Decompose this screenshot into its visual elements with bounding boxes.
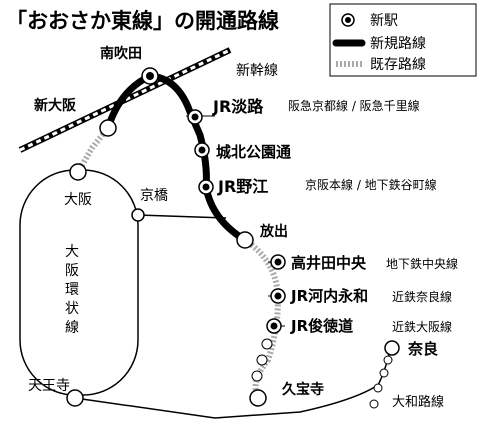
minor-stations	[251, 338, 393, 409]
svg-text:阪: 阪	[65, 263, 79, 279]
legend-new-station-dot	[345, 17, 351, 23]
transfer-jr-awaji: 阪急京都線 / 阪急千里線	[288, 98, 420, 113]
label-jr-awaji: JR淡路	[212, 97, 264, 116]
svg-text:大: 大	[65, 244, 79, 260]
station-tennoji	[66, 389, 84, 407]
label-nara: 奈良	[407, 340, 438, 358]
label-shirokita-koen-dori: 城北公園通	[216, 143, 291, 161]
shinkansen-label: 新幹線	[236, 62, 278, 79]
yamatoji-line-base	[74, 384, 379, 419]
svg-text:状: 状	[65, 301, 79, 317]
svg-text:環: 環	[65, 282, 79, 298]
label-jr-noe: JR野江	[217, 177, 268, 196]
transfer-takaida-chuo: 地下鉄中央線	[386, 256, 458, 271]
label-minami-suita: 南吹田	[100, 45, 142, 62]
label-jr-kawachi-eiwa: JR河内永和	[290, 287, 368, 305]
label-hanaten: 放出	[259, 223, 288, 240]
station-osaka	[69, 163, 87, 181]
legend-new-line-label: 新規路線	[370, 36, 426, 52]
station-kyuhoji	[249, 389, 267, 407]
station-hanaten	[236, 231, 254, 249]
label-kyuhoji: 久宝寺	[281, 381, 324, 398]
osaka-loop-vertical-label: 大 阪 環 状 線	[65, 244, 79, 336]
transfer-jr-noe: 京阪本線 / 地下鉄谷町線	[305, 177, 437, 192]
label-shin-osaka: 新大阪	[34, 97, 77, 114]
station-kyobashi	[131, 208, 145, 222]
map-title: 「おおさか東線」の開通路線	[6, 9, 279, 33]
station-shin-osaka	[99, 119, 117, 137]
legend: 新駅 新規路線 既存路線	[329, 3, 477, 77]
kyobashi-link	[137, 214, 227, 219]
station-nara	[384, 340, 400, 356]
yamatoji-line-nara	[377, 349, 391, 386]
transfer-jr-kawachi-eiwa: 近鉄奈良線	[392, 289, 452, 304]
legend-existing-line-label: 既存路線	[370, 57, 426, 73]
label-takaida-chuo: 高井田中央	[291, 254, 367, 272]
label-tennoji: 天王寺	[28, 378, 70, 394]
label-osaka: 大阪	[64, 192, 92, 208]
legend-new-station-label: 新駅	[370, 13, 398, 29]
label-jr-shuntokumichi: JR俊徳道	[290, 317, 353, 335]
svg-text:線: 線	[65, 320, 79, 336]
label-kyobashi: 京橋	[140, 188, 168, 204]
label-yamatoji-line: 大和路線	[392, 394, 444, 410]
transfer-jr-shuntokumichi: 近鉄大阪線	[392, 319, 452, 334]
